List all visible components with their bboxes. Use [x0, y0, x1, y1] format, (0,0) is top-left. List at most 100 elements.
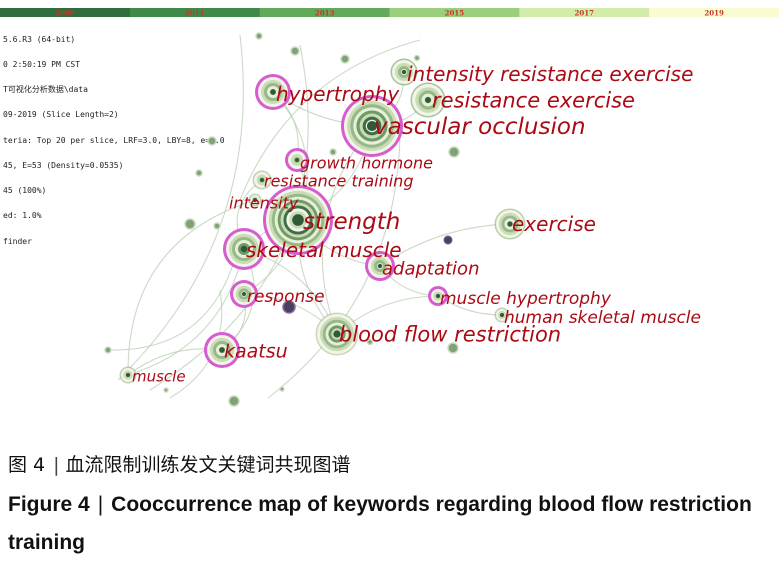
- info-line: finder: [3, 236, 32, 246]
- caption-english: Figure 4 |Cooccurrence map of keywords re…: [8, 486, 773, 562]
- keyword-label: intensity resistance exercise: [407, 62, 693, 86]
- keyword-label: intensity: [229, 194, 299, 213]
- node-core: [507, 221, 513, 227]
- timeline-segment: [0, 8, 131, 17]
- timeline-year-label: 2017: [575, 9, 595, 18]
- info-line: 5.6.R3 (64-bit): [3, 34, 76, 44]
- minor-node: [413, 54, 421, 62]
- keyword-label: skeletal muscle: [246, 238, 402, 262]
- info-line: 09-2019 (Slice Length=2): [3, 110, 119, 120]
- network-link: [267, 134, 401, 399]
- network-link: [127, 248, 245, 376]
- keyword-labels: intensity resistance exerciseresistance …: [132, 62, 701, 385]
- minor-node: [340, 54, 350, 64]
- keyword-label: growth hormone: [300, 154, 433, 173]
- node-core: [270, 89, 276, 95]
- caption-separator: |: [97, 493, 104, 516]
- node-core: [253, 198, 257, 202]
- info-line: 45 (100%): [3, 186, 47, 196]
- node-core: [366, 120, 378, 132]
- timeline-year-label: 2019: [704, 9, 724, 18]
- timeline-segment: [649, 8, 779, 17]
- minor-node: [448, 146, 460, 158]
- network-link: [107, 257, 236, 351]
- info-line: 0 2:50:19 PM CST: [3, 60, 81, 70]
- keyword-label: resistance exercise: [432, 88, 635, 112]
- minor-node: [228, 395, 240, 407]
- timeline-year-label: 2011: [185, 9, 205, 18]
- network-link: [379, 223, 511, 267]
- timeline-segment: [259, 8, 390, 17]
- timeline-segment: [129, 8, 261, 17]
- keyword-node: [230, 280, 258, 308]
- keyword-node: [315, 312, 359, 356]
- keyword-node: [119, 366, 137, 384]
- minor-node: [184, 218, 196, 230]
- figure-number-cn: 图 4: [8, 454, 46, 476]
- minor-node: [366, 338, 374, 346]
- node-core: [219, 347, 225, 353]
- minor-node: [163, 387, 169, 393]
- node-core: [401, 69, 407, 75]
- minor-nodes: [104, 32, 460, 407]
- minor-node: [104, 346, 112, 354]
- keyword-label: adaptation: [382, 258, 479, 279]
- minor-node: [207, 136, 217, 146]
- keyword-label: blood flow restriction: [339, 322, 561, 346]
- node-core: [377, 263, 383, 269]
- keyword-node: [263, 185, 333, 255]
- node-core: [126, 373, 130, 377]
- minor-node: [213, 222, 221, 230]
- minor-node: [279, 386, 285, 392]
- node-core: [425, 97, 431, 103]
- keyword-node: [248, 193, 262, 207]
- node-core: [295, 158, 299, 162]
- minor-node: [282, 300, 296, 314]
- keyword-label: kaatsu: [224, 341, 288, 363]
- caption-chinese: 图 4 |血流限制训练发文关键词共现图谱: [8, 450, 351, 477]
- caption-title-cn: 血流限制训练发文关键词共现图谱: [65, 454, 351, 476]
- keyword-node: [341, 95, 403, 157]
- keyword-node: [204, 332, 240, 368]
- caption-title-en: Cooccurrence map of keywords regarding b…: [8, 493, 752, 554]
- keyword-node: [410, 82, 446, 118]
- node-core: [242, 292, 246, 296]
- keyword-network: intensity resistance exerciseresistance …: [104, 32, 701, 407]
- keyword-label: vascular occlusion: [374, 114, 586, 140]
- keyword-node: [428, 286, 448, 306]
- node-core: [240, 245, 248, 253]
- keyword-label: muscle hypertrophy: [440, 289, 612, 309]
- keyword-label: hypertrophy: [276, 82, 400, 106]
- keyword-node: [494, 208, 526, 240]
- info-line: T可视化分析数据\data: [3, 85, 88, 95]
- keyword-label: strength: [303, 209, 400, 235]
- node-core: [436, 294, 440, 298]
- keyword-label: response: [247, 287, 325, 307]
- keyword-node: [494, 307, 510, 323]
- minor-node: [443, 235, 453, 245]
- network-link: [239, 39, 421, 201]
- minor-node: [195, 169, 203, 177]
- info-line: 45, E=53 (Density=0.0535): [3, 160, 124, 170]
- minor-node: [329, 148, 337, 156]
- keyword-node: [365, 251, 395, 281]
- timeline-year-label: 2009: [55, 9, 75, 18]
- node-core: [260, 178, 264, 182]
- figure-number-en: Figure 4: [8, 493, 90, 516]
- keyword-nodes: [119, 58, 526, 384]
- caption-separator: |: [53, 454, 60, 476]
- timeline-segment: [519, 8, 650, 17]
- keyword-label: human skeletal muscle: [504, 308, 701, 328]
- keyword-label: resistance training: [264, 172, 413, 191]
- network-link: [117, 34, 244, 381]
- keyword-label: exercise: [512, 212, 596, 236]
- node-core: [500, 313, 504, 317]
- minor-node: [290, 46, 300, 56]
- keyword-node: [285, 148, 309, 172]
- node-core: [333, 330, 341, 338]
- keyword-label: muscle: [132, 367, 186, 385]
- keyword-node: [390, 58, 418, 86]
- minor-node: [447, 342, 459, 354]
